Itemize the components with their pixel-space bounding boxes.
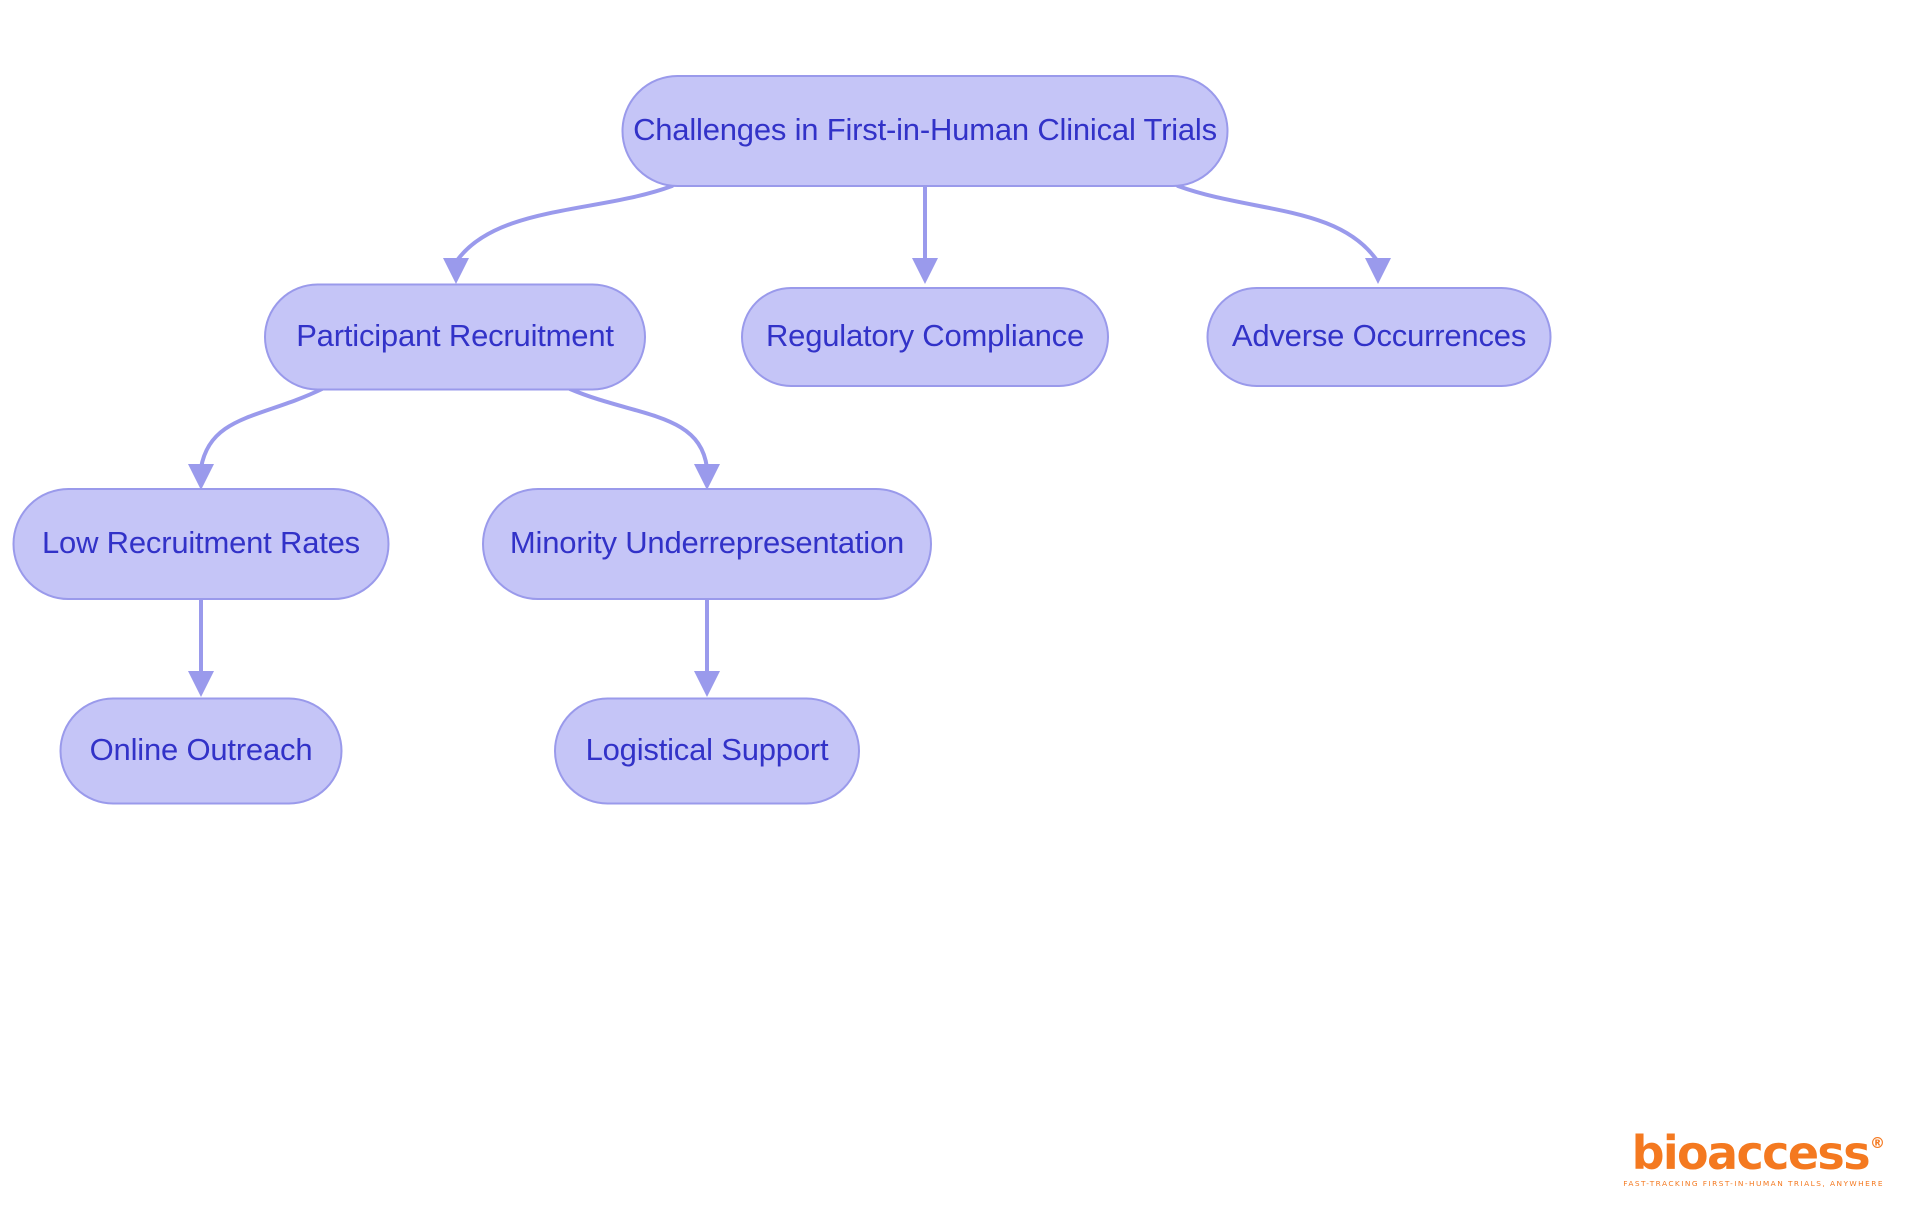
- edge-line: [454, 184, 674, 264]
- arrowhead-icon: [443, 258, 469, 284]
- logo-tagline: FAST-TRACKING FIRST-IN-HUMAN TRIALS, ANY…: [1623, 1178, 1884, 1188]
- node-label: Low Recruitment Rates: [42, 525, 360, 560]
- edge-layer: [188, 184, 1391, 697]
- node-minority-underrepresentation[interactable]: Minority Underrepresentation: [482, 488, 932, 600]
- arrowhead-icon: [188, 671, 214, 697]
- node-label: Minority Underrepresentation: [510, 525, 904, 560]
- node-shape[interactable]: [621, 75, 1229, 187]
- node-regulatory-compliance[interactable]: Regulatory Compliance: [741, 287, 1109, 387]
- edge-participant-recruitment-to-minority-underrepresentation: [568, 387, 720, 490]
- node-challenges-in-first-in-human-clinical-trials[interactable]: Challenges in First-in-Human Clinical Tr…: [621, 75, 1229, 187]
- logo-wordmark: bioaccess: [1631, 1125, 1871, 1180]
- node-shape[interactable]: [1206, 287, 1552, 387]
- node-label: Regulatory Compliance: [766, 318, 1084, 353]
- node-shape[interactable]: [59, 697, 343, 805]
- arrowhead-icon: [694, 464, 720, 490]
- node-shape[interactable]: [264, 283, 646, 391]
- node-layer: Challenges in First-in-Human Clinical Tr…: [12, 75, 1552, 805]
- arrowhead-icon: [1365, 258, 1391, 284]
- node-label: Participant Recruitment: [296, 318, 614, 353]
- logo-wordmark-row: bioaccess®: [1623, 1125, 1885, 1180]
- edge-line: [199, 387, 324, 470]
- node-participant-recruitment[interactable]: Participant Recruitment: [264, 283, 646, 391]
- edge-minority-underrepresentation-to-logistical-support: [694, 598, 720, 697]
- registered-trademark-icon: ®: [1870, 1134, 1885, 1153]
- edge-low-recruitment-rates-to-online-outreach: [188, 598, 214, 697]
- node-online-outreach[interactable]: Online Outreach: [59, 697, 343, 805]
- bioaccess-logo: bioaccess® FAST-TRACKING FIRST-IN-HUMAN …: [1623, 1125, 1885, 1188]
- edge-root-to-participant-recruitment: [443, 184, 674, 284]
- edge-root-to-regulatory-compliance: [912, 185, 938, 284]
- arrowhead-icon: [188, 464, 214, 490]
- arrowhead-icon: [912, 258, 938, 284]
- node-logistical-support[interactable]: Logistical Support: [554, 697, 860, 805]
- node-shape[interactable]: [554, 697, 860, 805]
- edge-line: [1176, 184, 1380, 264]
- node-label: Online Outreach: [90, 732, 313, 767]
- node-label: Challenges in First-in-Human Clinical Tr…: [633, 112, 1217, 147]
- node-label: Logistical Support: [586, 732, 829, 767]
- edge-root-to-adverse-occurrences: [1176, 184, 1391, 284]
- node-shape[interactable]: [12, 488, 390, 600]
- edge-line: [568, 387, 709, 470]
- edge-participant-recruitment-to-low-recruitment-rates: [188, 387, 324, 490]
- node-shape[interactable]: [741, 287, 1109, 387]
- node-shape[interactable]: [482, 488, 932, 600]
- node-adverse-occurrences[interactable]: Adverse Occurrences: [1206, 287, 1552, 387]
- node-label: Adverse Occurrences: [1232, 318, 1526, 353]
- arrowhead-icon: [694, 671, 720, 697]
- node-low-recruitment-rates[interactable]: Low Recruitment Rates: [12, 488, 390, 600]
